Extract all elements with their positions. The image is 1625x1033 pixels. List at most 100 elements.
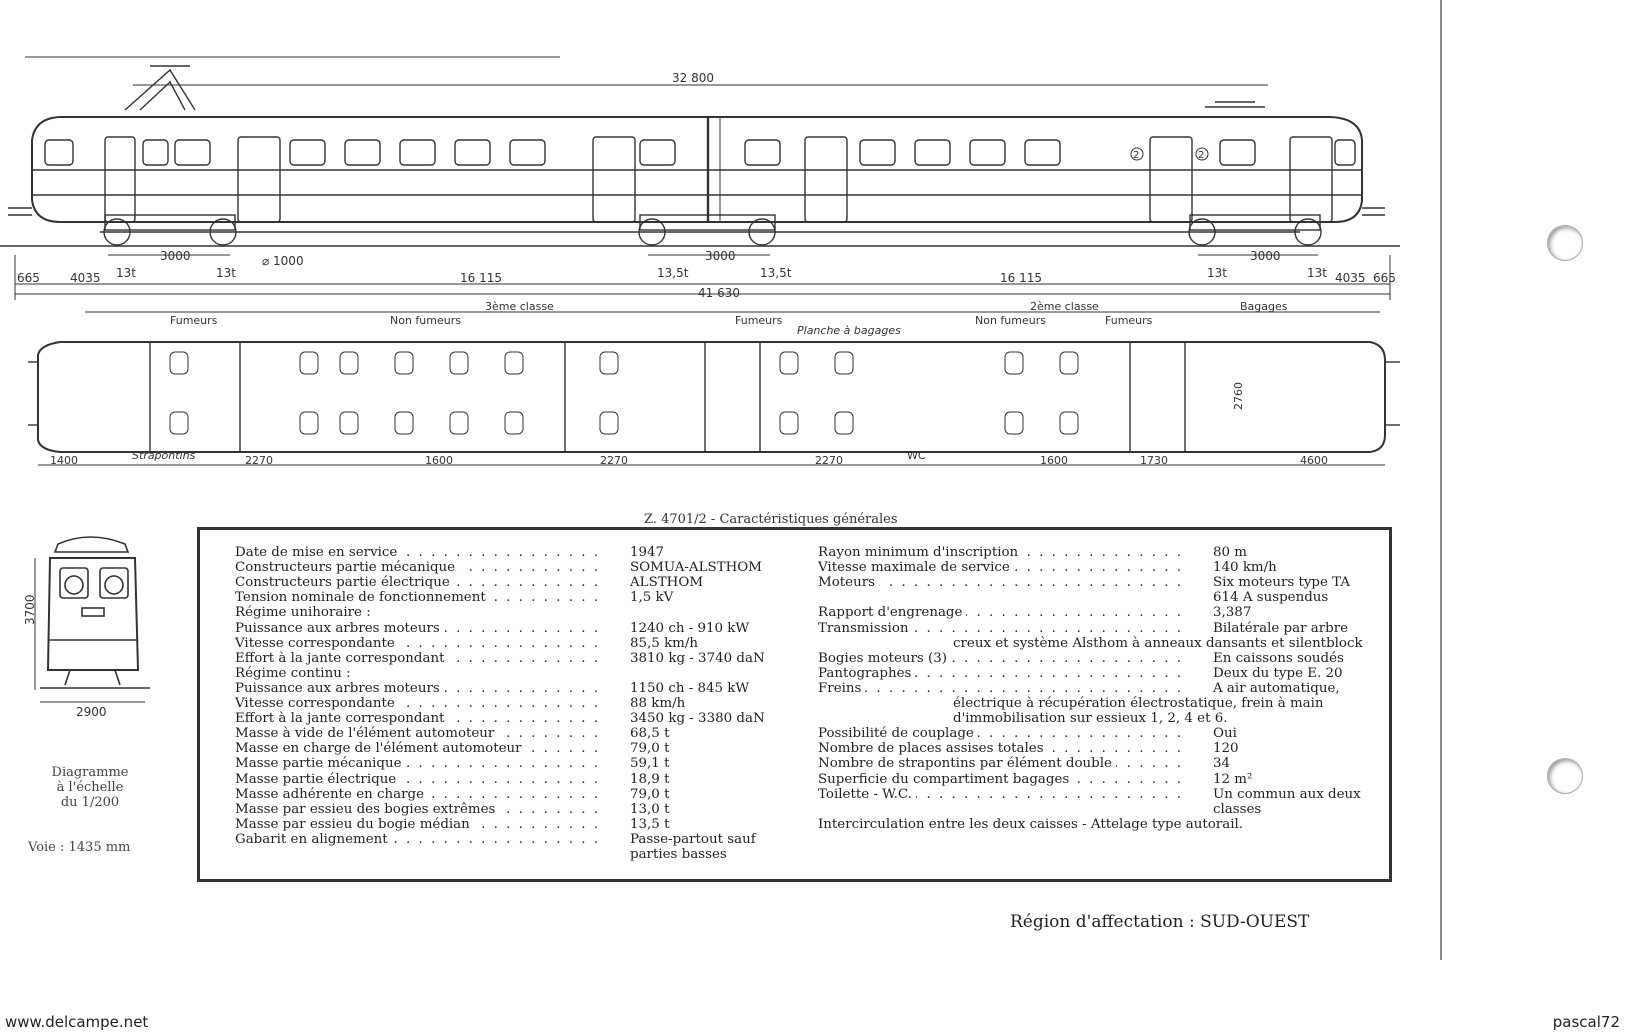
spec-row: . . . . . . . . . . . . . . . . . . . . … — [235, 801, 795, 817]
spec-value: ALSTHOM — [630, 575, 704, 591]
dim-4035-left: 4035 — [70, 271, 101, 285]
specs-right-column: . . . . . . . . . . . . . . . . . . . . … — [818, 545, 1378, 875]
margin-line — [1440, 0, 1442, 960]
spec-row: électrique à récupération électrostatiqu… — [818, 696, 1378, 711]
axle-load-1: 13t — [116, 266, 136, 280]
spec-value: classes — [1213, 801, 1262, 817]
spec-label: Masse en charge de l'élément automoteur — [235, 741, 526, 757]
spec-value: Passe-partout sauf — [630, 831, 756, 847]
plan-dim-3: 1600 — [425, 454, 453, 467]
spec-label: Masse par essieu des bogies extrêmes — [235, 801, 500, 817]
wheel-diameter: ⌀ 1000 — [262, 254, 304, 268]
spec-value: SOMUA-ALSTHOM — [630, 560, 762, 576]
dim-4035-right: 4035 — [1335, 271, 1366, 285]
door-mark-1: 2 — [1133, 150, 1139, 161]
spec-label: Masse à vide de l'élément automoteur — [235, 726, 499, 742]
spec-value: 18,9 t — [630, 771, 670, 787]
spec-row: . . . . . . . . . . . . . . . . . . . . … — [818, 741, 1378, 757]
spec-label: Rayon minimum d'inscription — [818, 545, 1023, 560]
spec-row: . . . . . . . . . . . . . . . . . . . . … — [235, 771, 795, 787]
spec-label: Possibilité de couplage — [818, 726, 978, 742]
spec-label: Puissance aux arbres moteurs — [235, 680, 444, 696]
spec-row: . . . . . . . . . . . . . . . . . . . . … — [818, 680, 1378, 696]
spec-row: . . . . . . . . . . . . . . . . . . . . … — [818, 771, 1378, 787]
dim-16115-b: 16 115 — [1000, 271, 1042, 285]
spec-value: 614 A suspendus — [1213, 590, 1329, 606]
dim-16115-a: 16 115 — [460, 271, 502, 285]
bogie-dim-2: 3000 — [705, 249, 736, 263]
spec-row: . . . . . . . . . . . . . . . . . . . . … — [818, 545, 1378, 560]
caption-scale: du 1/200 — [60, 795, 120, 810]
door-mark-2: 2 — [1198, 150, 1204, 161]
label-wc: WC — [907, 449, 926, 462]
spec-row: 614 A suspendus — [818, 590, 1378, 606]
spec-value: 13,5 t — [630, 816, 670, 832]
spec-label: Régime unihoraire : — [235, 605, 371, 621]
overall-length-dim: 32 800 — [672, 71, 714, 85]
footer-website[interactable]: www.delcampe.net — [5, 1013, 149, 1031]
spec-value: parties basses — [630, 847, 727, 862]
spec-label: Puissance aux arbres moteurs — [235, 620, 444, 636]
spec-label: Freins — [818, 680, 866, 696]
front-view-drawing: 3700 2900 — [23, 536, 150, 719]
spec-value: 3,387 — [1213, 605, 1252, 621]
spec-row: . . . . . . . . . . . . . . . . . . . . … — [235, 680, 795, 696]
label-strapontins: Strapontins — [132, 449, 196, 462]
zone-fumeurs-3: Fumeurs — [1105, 314, 1153, 327]
spec-value: 1,5 kV — [630, 590, 674, 606]
caption-echelle: à l'échelle — [56, 780, 124, 795]
spec-row: . . . . . . . . . . . . . . . . . . . . … — [818, 575, 1378, 591]
zone-fumeurs-1: Fumeurs — [170, 314, 218, 327]
dim-665-left: 665 — [17, 271, 40, 285]
punch-hole-top — [1547, 225, 1583, 261]
spec-label: Effort à la jante correspondant — [235, 650, 449, 666]
specs-title: Z. 4701/2 - Caractéristiques générales — [640, 512, 902, 527]
spec-value: 34 — [1213, 756, 1231, 772]
spec-row: . . . . . . . . . . . . . . . . . . . . … — [235, 620, 795, 636]
caption-diagramme: Diagramme — [51, 765, 129, 780]
spec-label: Pantographes — [818, 665, 916, 681]
spec-value: 140 km/h — [1213, 560, 1277, 576]
plan-dim-4: 2270 — [600, 454, 628, 467]
zone-classe-2: 2ème classe — [1030, 300, 1099, 313]
specs-left-column: . . . . . . . . . . . . . . . . . . . . … — [235, 545, 795, 875]
footer-user[interactable]: pascal72 — [1552, 1013, 1620, 1031]
spec-row: . . . . . . . . . . . . . . . . . . . . … — [818, 605, 1378, 621]
spec-row: . . . . . . . . . . . . . . . . . . . . … — [818, 786, 1378, 802]
spec-value: 1947 — [630, 545, 665, 560]
spec-row: . . . . . . . . . . . . . . . . . . . . … — [235, 786, 795, 802]
spec-value: 3450 kg - 3380 daN — [630, 711, 765, 727]
spec-row: . . . . . . . . . . . . . . . . . . . . … — [235, 726, 795, 742]
spec-row: creux et système Alsthom à anneaux dansa… — [818, 635, 1378, 651]
plan-dim-1: 1400 — [50, 454, 78, 467]
spec-value: A air automatique, — [1213, 680, 1340, 696]
spec-row: . . . . . . . . . . . . . . . . . . . . … — [235, 575, 795, 591]
footer-bar: www.delcampe.net pascal72 — [0, 1013, 1625, 1033]
spec-label: Effort à la jante correspondant — [235, 711, 449, 727]
spec-row: d'immobilisation sur essieux 1, 2, 4 et … — [818, 711, 1378, 727]
spec-value: électrique à récupération électrostatiqu… — [953, 696, 1324, 711]
spec-value: 68,5 t — [630, 726, 670, 742]
axle-load-2: 13t — [216, 266, 236, 280]
spec-label: Nombre de places assises totales — [818, 741, 1048, 757]
spec-label: Moteurs — [818, 575, 879, 591]
spec-row: . . . . . . . . . . . . . . . . . . . . … — [235, 831, 795, 847]
zone-non-fumeurs-1: Non fumeurs — [390, 314, 461, 327]
spec-value: 79,0 t — [630, 741, 670, 757]
spec-value: creux et système Alsthom à anneaux dansa… — [953, 635, 1363, 651]
spec-row: . . . . . . . . . . . . . . . . . . . . … — [818, 560, 1378, 576]
spec-label: Régime continu : — [235, 665, 351, 681]
plan-dim-5: 2270 — [815, 454, 843, 467]
dim-665-right: 665 — [1373, 271, 1396, 285]
spec-label: Gabarit en alignement — [235, 831, 392, 847]
label-planche-bagages: Planche à bagages — [797, 324, 901, 337]
spec-value: Bilatérale par arbre — [1213, 620, 1349, 636]
caption-block: Diagramme à l'échelle du 1/200 — [30, 765, 150, 810]
spec-row: . . . . . . . . . . . . . . . . . . . . … — [235, 756, 795, 772]
plan-dim-8: 4600 — [1300, 454, 1328, 467]
spec-row: . . . . . . . . . . . . . . . . . . . . … — [235, 635, 795, 651]
spec-label: Vitesse correspondante — [235, 696, 399, 711]
zone-classe-3: 3ème classe — [485, 300, 554, 313]
axle-load-4: 13,5t — [760, 266, 792, 280]
spec-value: 1240 ch - 910 kW — [630, 620, 750, 636]
